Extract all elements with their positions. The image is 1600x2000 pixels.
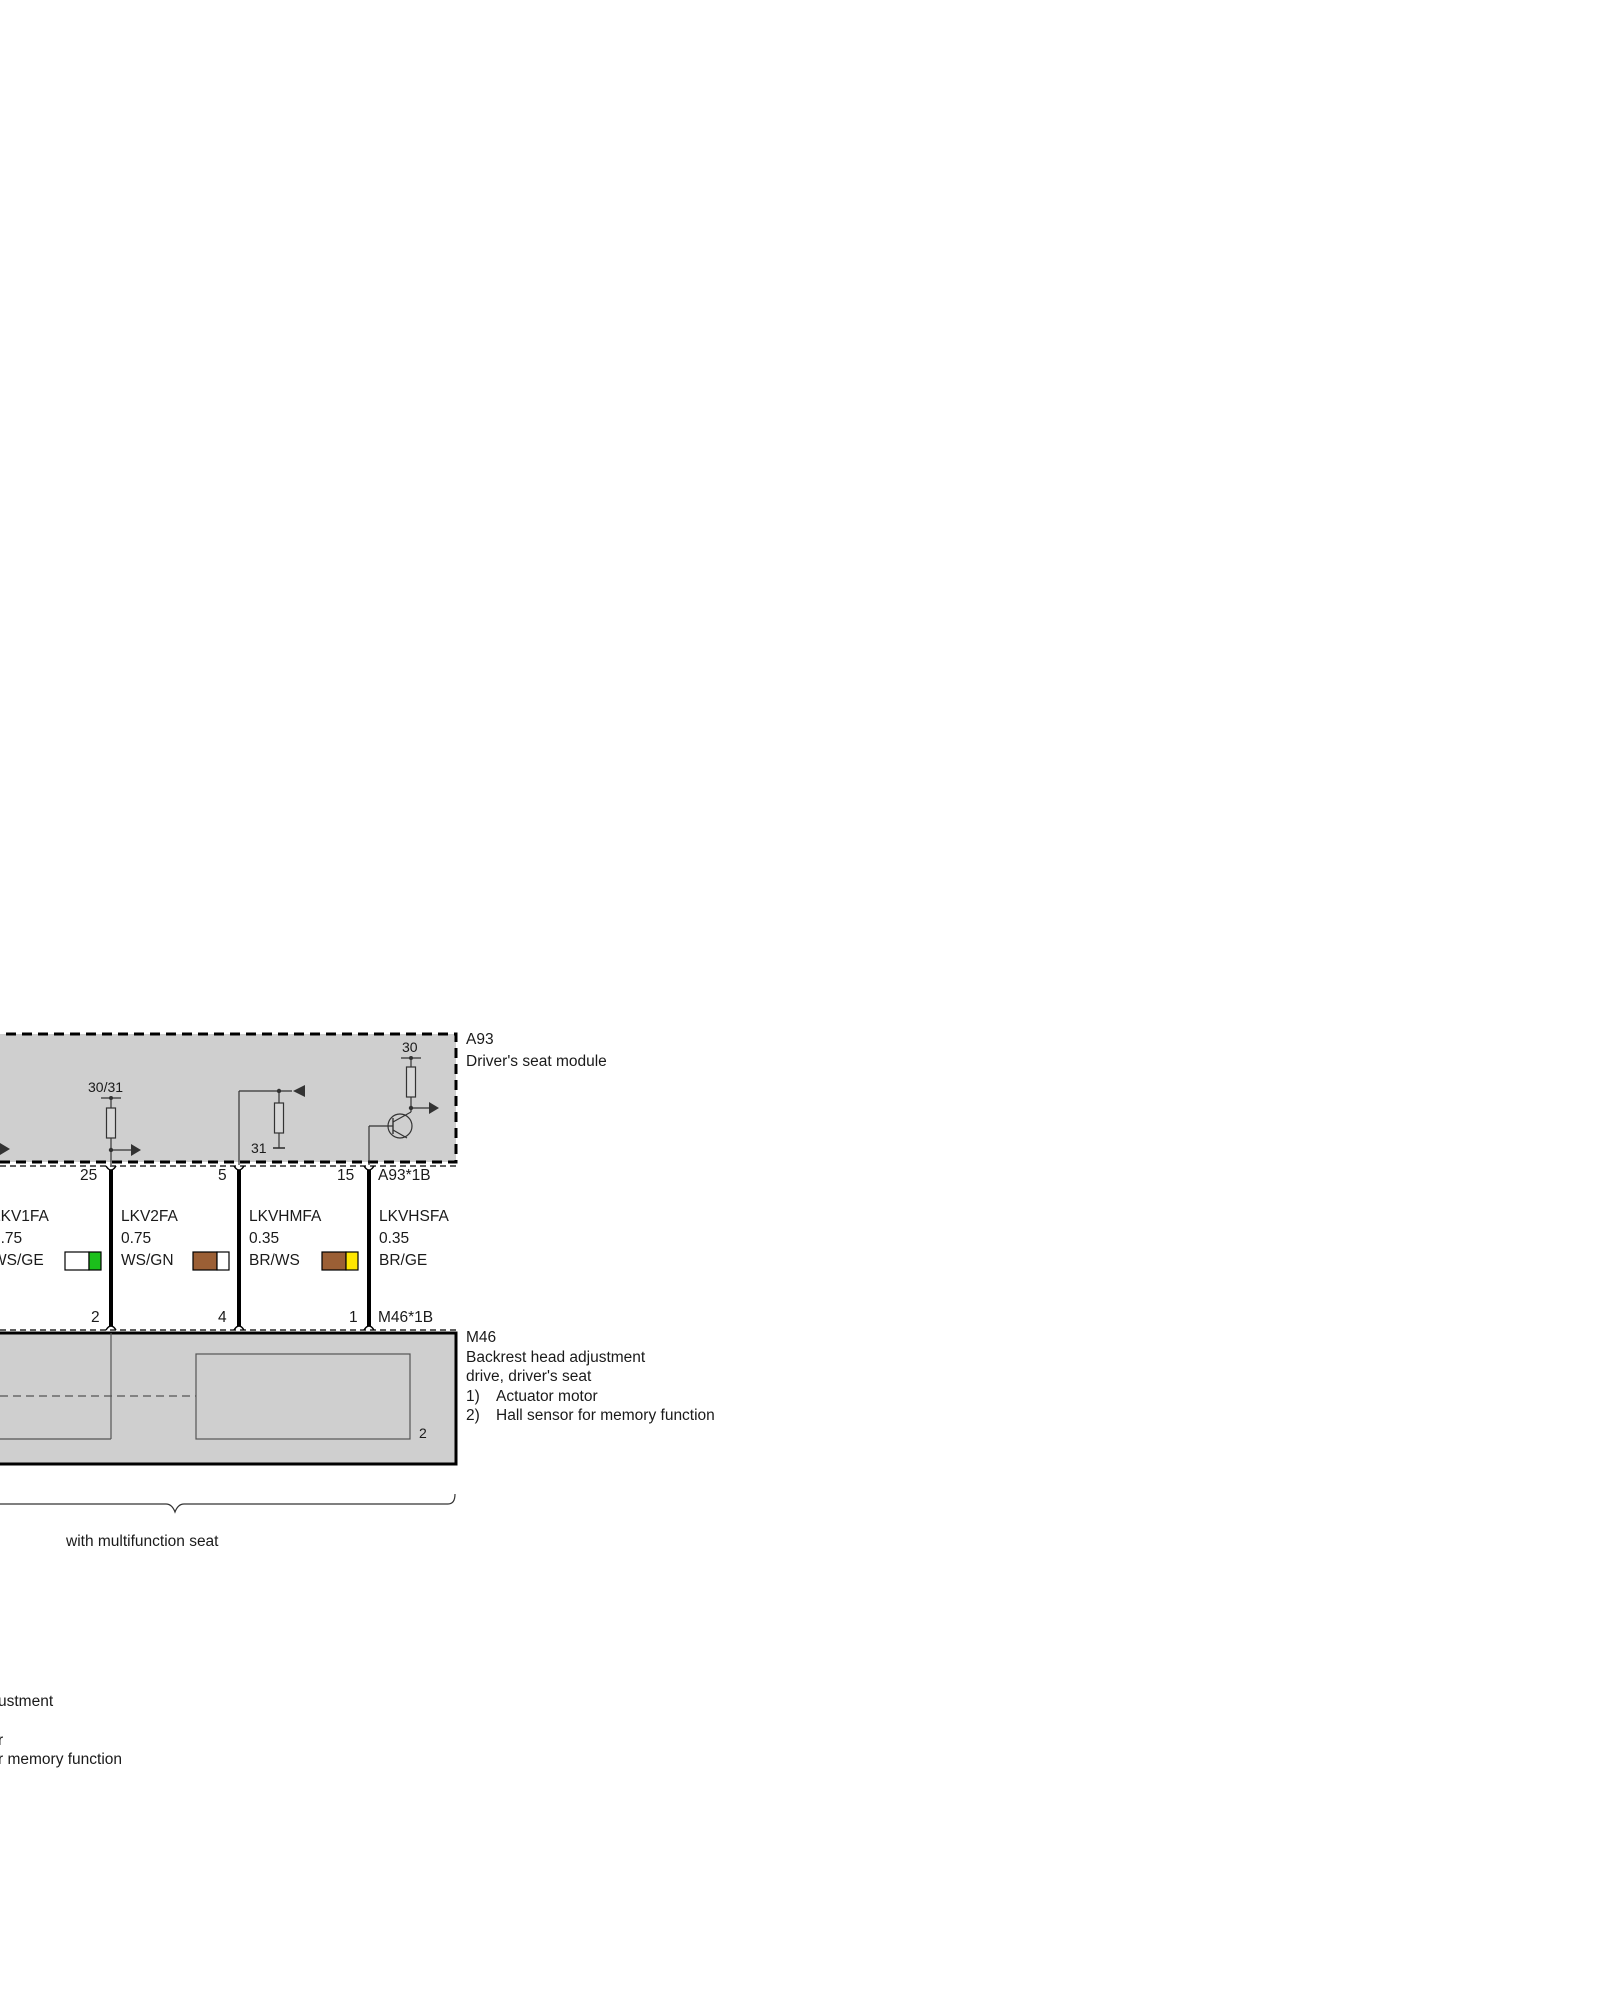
- swatch-right: [88, 1251, 102, 1271]
- brace-label: with multifunction seat: [65, 1533, 219, 1550]
- wire3-gauge: 0.35: [249, 1230, 279, 1247]
- a93-name: Driver's seat module: [466, 1053, 607, 1070]
- pin-top-wire4: 15: [337, 1167, 354, 1184]
- pin-top-wire3: 5: [218, 1167, 227, 1184]
- m46-name-line1: Backrest head adjustment: [466, 1349, 646, 1366]
- wire-notch-bottom: [105, 1325, 117, 1331]
- wire2-gauge: 0.75: [121, 1230, 151, 1247]
- wire1-name: LKV1FA: [0, 1208, 50, 1225]
- transistor-emitter: [392, 1129, 408, 1139]
- m46-legend-2-text: Hall sensor for memory function: [496, 1407, 715, 1424]
- wire4-color: BR/GE: [379, 1252, 427, 1269]
- pin-bottom-wire2: 2: [91, 1309, 100, 1326]
- m46-connector-id: M46*1B: [378, 1309, 433, 1326]
- hall-sensor-box: [195, 1353, 411, 1440]
- wire-notch-bottom: [233, 1325, 245, 1331]
- wire1-color: WS/GE: [0, 1252, 44, 1269]
- m46-id: M46: [466, 1329, 496, 1346]
- resistor-icon: [273, 1102, 285, 1134]
- pin-bottom-wire3: 4: [218, 1309, 227, 1326]
- pin-top-wire2: 25: [80, 1167, 97, 1184]
- wire3-color: BR/WS: [249, 1252, 300, 1269]
- swatch-left: [64, 1251, 90, 1271]
- wire1-gauge: 0.75: [0, 1230, 22, 1247]
- legend-fragment-2: r: [0, 1732, 3, 1749]
- arrow-right-icon: [429, 1102, 439, 1114]
- m46-legend-1-num: 1): [466, 1388, 480, 1405]
- swatch-right: [216, 1251, 230, 1271]
- legend-fragment-1: ustment: [0, 1693, 54, 1710]
- color-swatch-wire3: [321, 1251, 359, 1271]
- a93-id: A93: [466, 1031, 494, 1048]
- wire-LKVHSFA: [363, 1165, 375, 1331]
- wire2-color: WS/GN: [121, 1252, 174, 1269]
- hall-sensor-label: 2: [419, 1425, 427, 1441]
- transistor-collector: [392, 1111, 412, 1123]
- supply-label-30: 30: [402, 1039, 418, 1055]
- m46-legend-2-num: 2): [466, 1407, 480, 1424]
- resistor-icon: [405, 1066, 417, 1098]
- wire3-name: LKVHMFA: [249, 1208, 322, 1225]
- color-swatch-wire2: [192, 1251, 230, 1271]
- wire-LKVHMFA: [233, 1165, 245, 1331]
- ground-label-31: 31: [251, 1140, 267, 1156]
- m46-name-line2: drive, driver's seat: [466, 1368, 592, 1385]
- m46-legend-1-text: Actuator motor: [496, 1388, 598, 1405]
- arrow-right-icon: [131, 1144, 141, 1156]
- swatch-left: [192, 1251, 218, 1271]
- wire-notch-bottom: [363, 1325, 375, 1331]
- wire2-name: LKV2FA: [121, 1208, 179, 1225]
- resistor-icon: [105, 1107, 117, 1139]
- a93-connector-id: A93*1B: [378, 1167, 431, 1184]
- legend-fragment-3: r memory function: [0, 1751, 122, 1768]
- wire4-gauge: 0.35: [379, 1230, 409, 1247]
- brace: [0, 1493, 456, 1514]
- arrow-right-icon: [0, 1143, 10, 1155]
- wire4-name: LKVHSFA: [379, 1208, 449, 1225]
- color-swatch-wire1: [64, 1251, 102, 1271]
- wire-LKV2FA: [105, 1165, 117, 1331]
- supply-label-30-31: 30/31: [88, 1079, 123, 1095]
- pin-bottom-wire4: 1: [349, 1309, 358, 1326]
- swatch-left: [321, 1251, 347, 1271]
- swatch-right: [345, 1251, 359, 1271]
- node-dot: [109, 1096, 113, 1100]
- arrow-left-icon: [293, 1085, 305, 1097]
- a93-module-box: [0, 1032, 458, 1164]
